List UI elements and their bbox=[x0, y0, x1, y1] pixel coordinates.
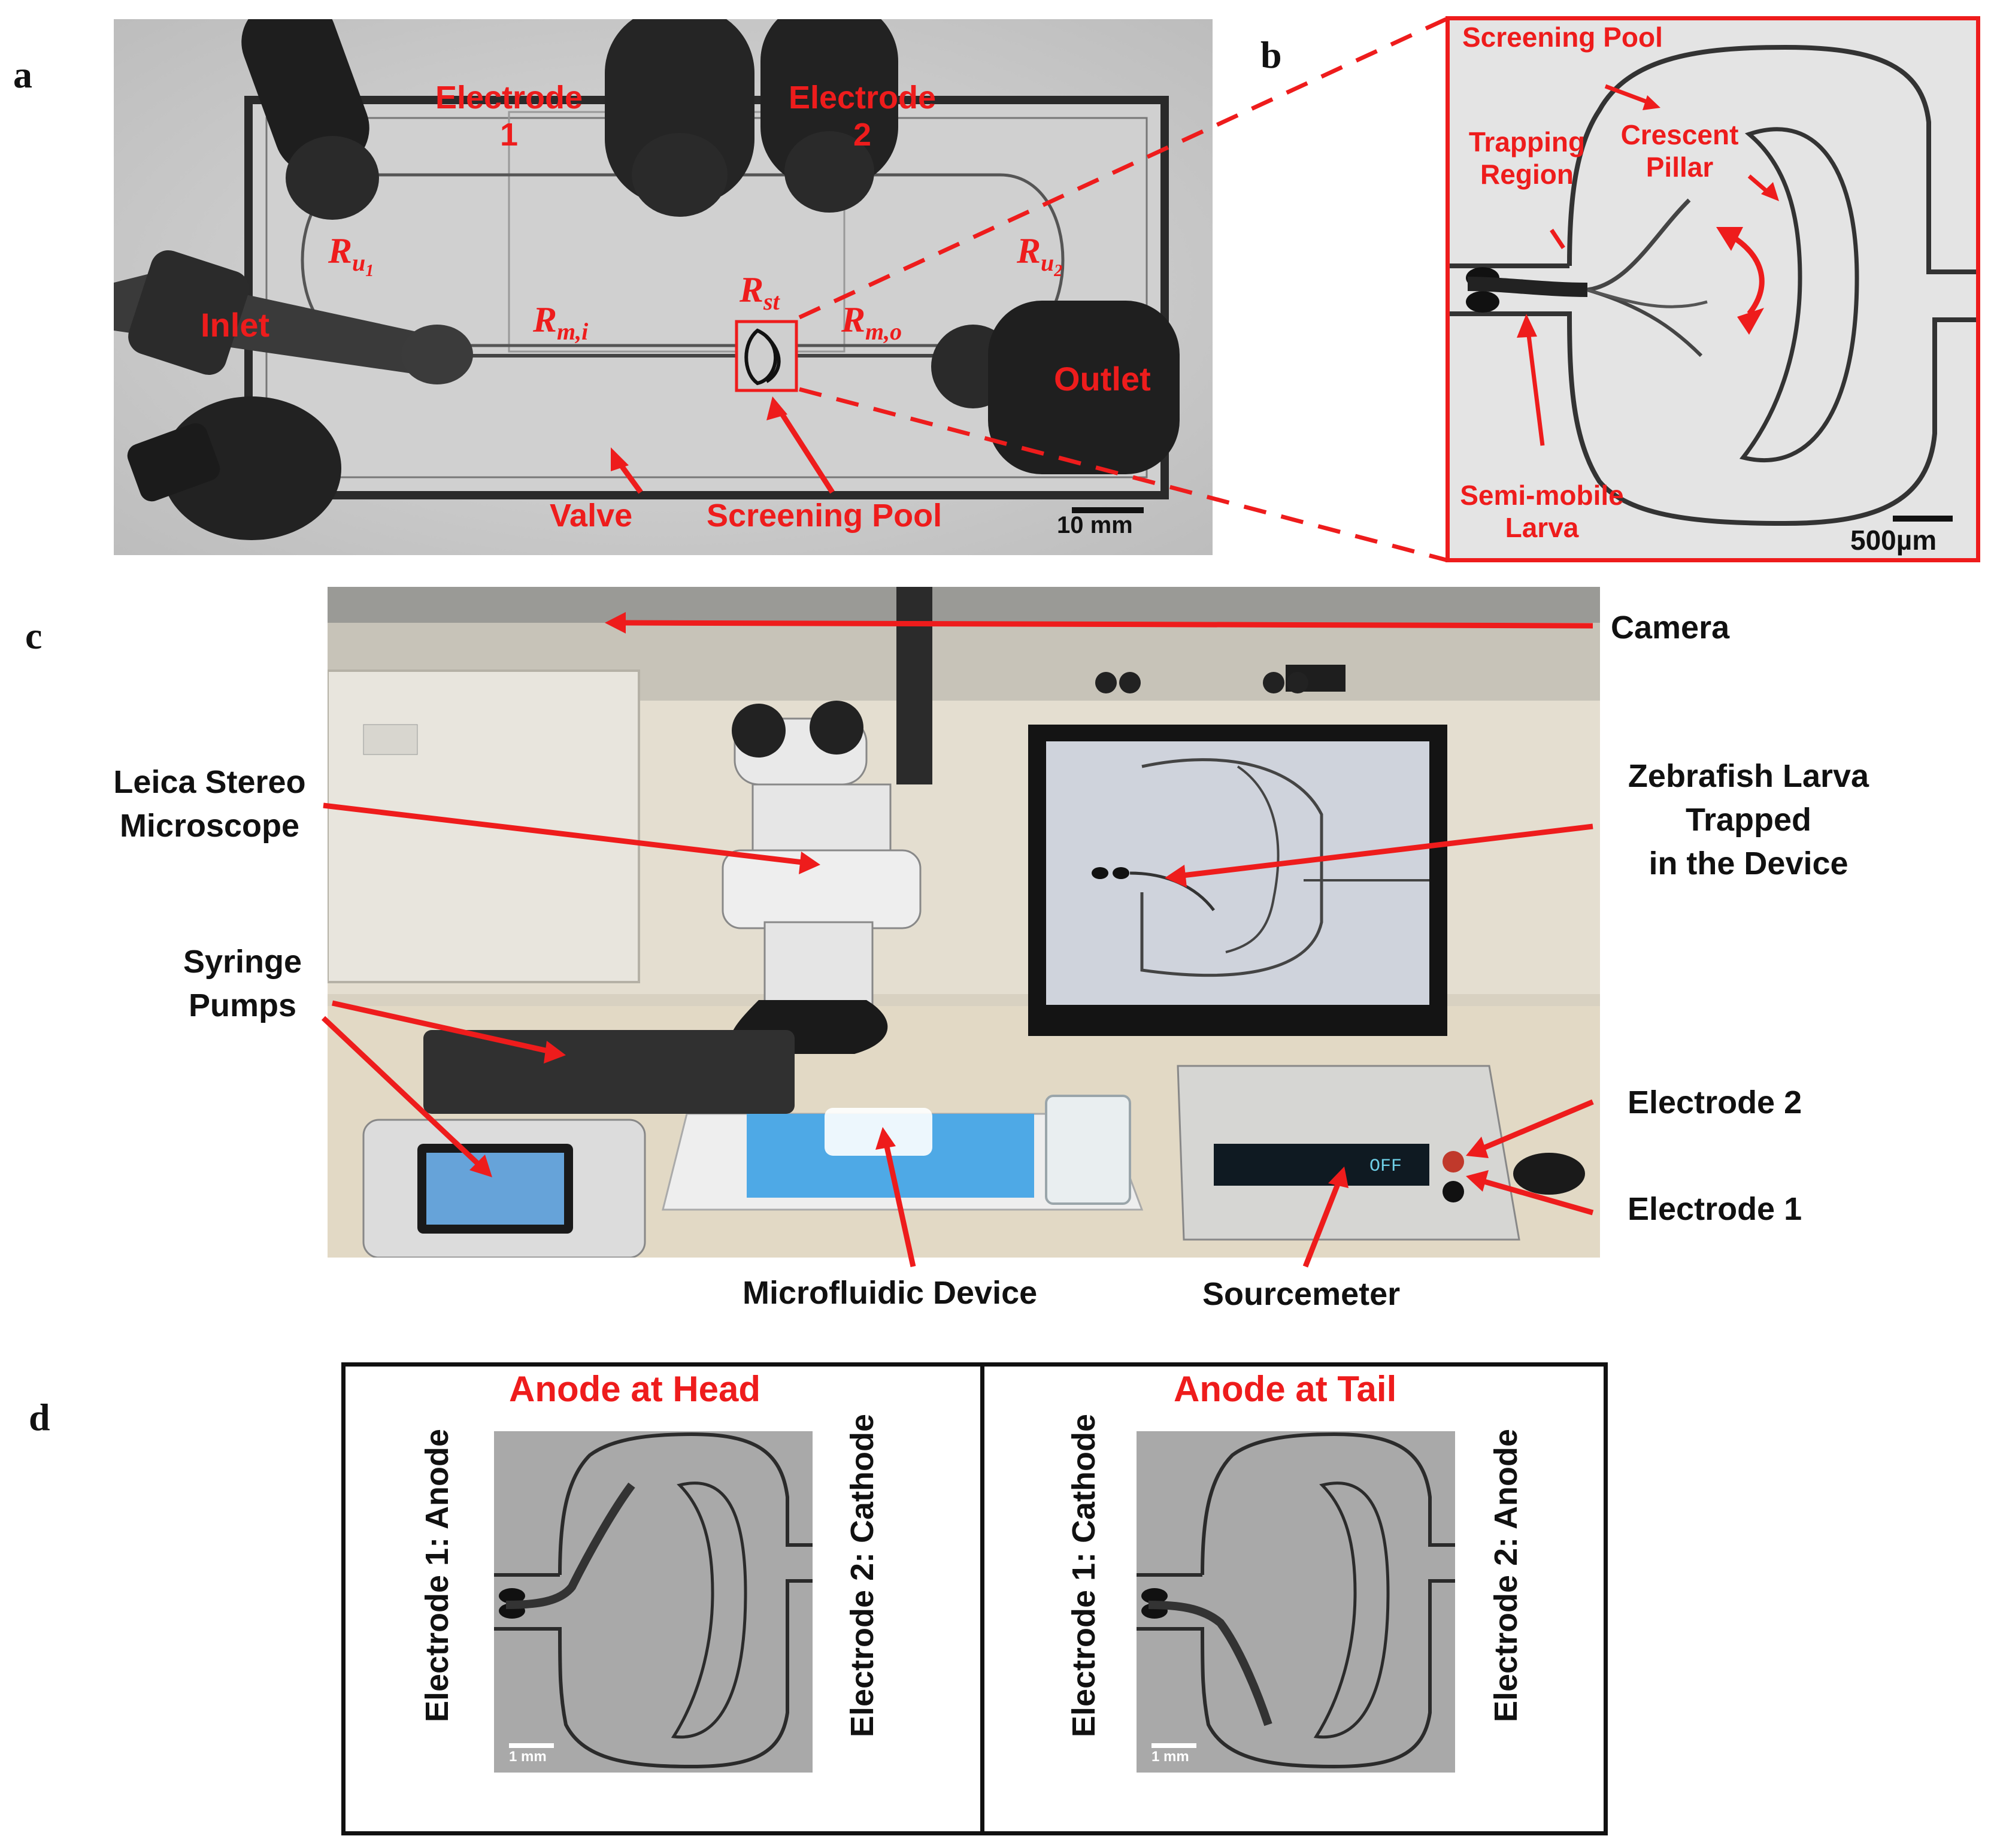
device-photo bbox=[114, 19, 1213, 555]
label-outlet: Outlet bbox=[1054, 360, 1151, 398]
panel-d-divider bbox=[980, 1367, 984, 1831]
label-zebrafish-larva: Zebrafish Larva Trapped in the Device bbox=[1628, 758, 1869, 881]
larva-label-arrow bbox=[1525, 325, 1545, 446]
label-r-u2: Ru2 bbox=[1017, 231, 1063, 280]
label-right-electrode-2-anode: Electrode 2: Anode bbox=[1488, 1428, 1524, 1723]
panel-letter-c: c bbox=[25, 614, 43, 657]
scale-label-a: 10 mm bbox=[1057, 512, 1133, 538]
camera-mount bbox=[896, 587, 932, 784]
anode-at-tail-micrograph: 1 mm bbox=[1137, 1431, 1455, 1773]
outlet-connector bbox=[988, 301, 1180, 474]
label-electrode-2-c: Electrode 2 bbox=[1628, 1084, 1802, 1120]
scale-label-b: 500µm bbox=[1850, 525, 1937, 556]
pool-label-arrow bbox=[1604, 84, 1654, 107]
label-screening-pool-a: Screening Pool bbox=[707, 498, 943, 534]
rotation-arrow bbox=[1729, 234, 1765, 316]
label-r-mi: Rm,i bbox=[533, 300, 589, 345]
label-r-u1: Ru1 bbox=[328, 231, 374, 280]
lab-setup-photo: OFF bbox=[328, 587, 1600, 1258]
setup-arrows bbox=[321, 612, 1594, 1268]
label-valve: Valve bbox=[550, 498, 633, 534]
label-electrode-2: Electrode 2 bbox=[788, 80, 937, 153]
zoom-connector bbox=[798, 17, 1447, 562]
label-left-electrode-2-cathode: Electrode 2: Cathode bbox=[844, 1413, 880, 1738]
larva-tail bbox=[1587, 198, 1691, 292]
device-illustration bbox=[114, 19, 1213, 555]
syringe-pump-rail bbox=[423, 1030, 795, 1114]
label-right-electrode-1-cathode: Electrode 1: Cathode bbox=[1066, 1413, 1102, 1738]
screening-pool-illustration bbox=[1450, 20, 1976, 558]
label-electrode-1-c: Electrode 1 bbox=[1628, 1191, 1802, 1227]
label-camera: Camera bbox=[1611, 610, 1730, 646]
label-electrode-1: Electrode 1 bbox=[435, 80, 583, 153]
larva-tail-bent-up bbox=[505, 1482, 635, 1609]
label-r-st: Rst bbox=[740, 270, 780, 315]
larva-tail-bent-down bbox=[1148, 1601, 1272, 1726]
panel-letter-d: d bbox=[29, 1396, 50, 1438]
screening-pool-micrograph bbox=[1446, 16, 1980, 562]
crescent-pillar bbox=[1739, 127, 1859, 463]
label-microfluidic-device: Microfluidic Device bbox=[743, 1275, 1038, 1311]
label-semi-mobile-larva: Semi-mobile Larva bbox=[1460, 480, 1624, 543]
panel-d-frame bbox=[341, 1362, 1608, 1835]
electrode-1-connector bbox=[241, 19, 369, 174]
title-anode-at-tail: Anode at Tail bbox=[1174, 1369, 1397, 1409]
panel-letter-a: a bbox=[13, 53, 32, 96]
label-crescent-pillar: Crescent Pillar bbox=[1620, 119, 1739, 183]
sourcemeter-display: OFF bbox=[1369, 1156, 1402, 1177]
label-inlet: Inlet bbox=[201, 306, 270, 344]
label-trapping-region: Trapping Region bbox=[1468, 126, 1586, 190]
label-screening-pool-b: Screening Pool bbox=[1462, 22, 1663, 53]
monitor-screen bbox=[1046, 741, 1429, 1005]
scale-label-d-right: 1 mm bbox=[1151, 1749, 1189, 1765]
title-anode-at-head: Anode at Head bbox=[509, 1369, 761, 1409]
scale-label-d-left: 1 mm bbox=[509, 1749, 547, 1765]
label-sourcemeter: Sourcemeter bbox=[1202, 1276, 1401, 1312]
pool-wall bbox=[1450, 44, 1976, 526]
anode-at-head-micrograph: 1 mm bbox=[494, 1431, 813, 1773]
lab-setup-illustration: OFF bbox=[328, 587, 1600, 1258]
label-r-mo: Rm,o bbox=[841, 300, 902, 345]
label-leica-microscope: Leica Stereo Microscope bbox=[113, 764, 306, 844]
pool-arrow bbox=[776, 407, 835, 494]
label-syringe-pumps: Syringe Pumps bbox=[183, 944, 302, 1023]
anode-head-illustration bbox=[494, 1431, 813, 1773]
panel-letter-b: b bbox=[1260, 34, 1282, 76]
label-left-electrode-1-anode: Electrode 1: Anode bbox=[419, 1428, 455, 1723]
anode-tail-illustration bbox=[1137, 1431, 1455, 1773]
